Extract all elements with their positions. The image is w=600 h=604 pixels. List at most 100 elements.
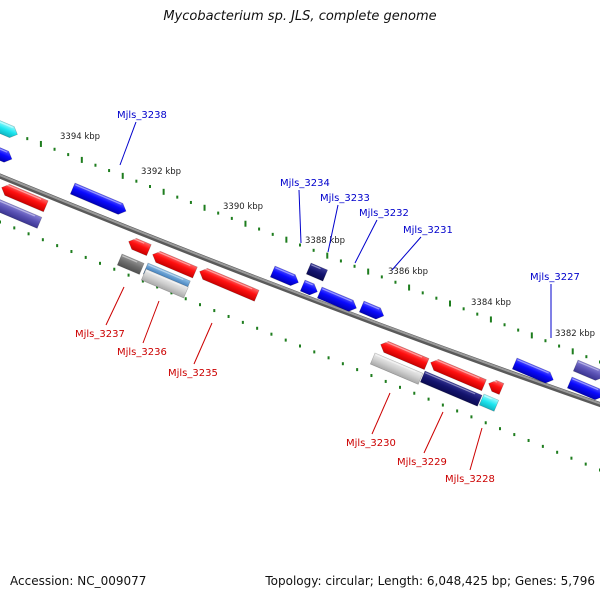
gene-feature[interactable]: [126, 236, 152, 257]
tick-mark: [299, 344, 301, 348]
tick-mark: [0, 220, 1, 224]
leader-line: [119, 121, 137, 166]
gene-feature[interactable]: [566, 376, 600, 402]
gene-feature[interactable]: [140, 268, 189, 299]
tick-mark: [213, 309, 216, 313]
tick-mark: [584, 462, 587, 466]
tick-mark: [108, 169, 111, 173]
genome-backbone: [0, 173, 600, 408]
tick-mark: [141, 279, 144, 283]
tick-mark: [94, 163, 97, 167]
gene-feature[interactable]: [0, 117, 20, 140]
tick-mark: [327, 356, 330, 360]
tick-mark: [271, 232, 274, 236]
gene-feature[interactable]: [197, 266, 260, 302]
tick-mark: [26, 137, 29, 141]
gene-label[interactable]: Mjls_3236: [117, 347, 167, 358]
gene-feature[interactable]: [478, 393, 500, 412]
tick-mark: [384, 379, 387, 383]
gene-feature[interactable]: [150, 249, 198, 279]
gene-feature[interactable]: [419, 370, 483, 407]
gene-label[interactable]: Mjls_3232: [359, 208, 409, 219]
tick-mark: [70, 250, 73, 254]
tick-mark: [313, 350, 316, 354]
tick-mark: [394, 280, 397, 284]
tick-mark: [570, 456, 573, 460]
gene-label[interactable]: Mjls_3235: [168, 368, 218, 379]
gene-feature[interactable]: [486, 378, 505, 395]
tick-mark: [380, 275, 383, 279]
genome-summary: Topology: circular; Length: 6,048,425 bp…: [265, 574, 595, 588]
gene-feature[interactable]: [511, 357, 555, 385]
tick-mark: [84, 255, 87, 259]
tick-mark: [435, 296, 438, 300]
gene-label[interactable]: Mjls_3238: [117, 110, 167, 121]
gene-feature[interactable]: [572, 359, 600, 383]
gene-feature[interactable]: [305, 262, 328, 282]
tick-mark: [113, 267, 116, 271]
tick-mark: [470, 415, 473, 419]
gene-feature[interactable]: [299, 279, 319, 297]
gene-label[interactable]: Mjls_3227: [530, 272, 580, 283]
gene-feature[interactable]: [69, 182, 128, 217]
leader-line: [298, 189, 302, 244]
tick-mark: [27, 232, 30, 236]
gene-label[interactable]: Mjls_3229: [397, 457, 447, 468]
tick-mark: [527, 438, 530, 442]
tick-mark: [13, 226, 16, 230]
gene-label[interactable]: Mjls_3237: [75, 329, 125, 340]
leader-line: [371, 392, 391, 435]
tick-mark: [544, 339, 547, 343]
tick-marks: [0, 125, 600, 472]
kbp-label: 3386 kbp: [388, 267, 428, 277]
gene-feature[interactable]: [0, 196, 43, 229]
tick-mark: [217, 211, 220, 215]
tick-mark: [156, 285, 159, 289]
leader-line: [327, 204, 339, 253]
tick-mark: [189, 200, 192, 204]
tick-mark: [80, 156, 83, 163]
gene-feature[interactable]: [428, 357, 487, 392]
gene-label[interactable]: Mjls_3228: [445, 474, 495, 485]
tick-mark: [258, 227, 261, 231]
gene-label[interactable]: Mjls_3231: [403, 225, 453, 236]
leader-line: [469, 427, 483, 471]
gene-feature[interactable]: [0, 144, 14, 165]
gene-feature[interactable]: [378, 339, 430, 370]
tick-mark: [285, 236, 288, 243]
tick-mark: [326, 252, 329, 259]
tick-mark: [503, 323, 506, 327]
tick-mark: [530, 332, 533, 339]
gene-feature[interactable]: [116, 253, 145, 275]
tick-mark: [353, 264, 356, 268]
tick-mark: [421, 291, 424, 295]
tick-mark: [571, 348, 574, 355]
tick-mark: [135, 179, 138, 183]
gene-feature[interactable]: [369, 352, 424, 385]
tick-mark: [399, 385, 401, 389]
tick-mark: [121, 172, 124, 179]
gene-label[interactable]: Mjls_3233: [320, 193, 370, 204]
kbp-label: 3382 kbp: [555, 329, 595, 339]
gene-feature[interactable]: [0, 182, 49, 213]
tick-mark: [558, 344, 561, 348]
gene-label[interactable]: Mjls_3230: [346, 438, 396, 449]
tick-mark: [149, 185, 151, 188]
tick-mark: [227, 314, 230, 318]
tick-mark: [489, 316, 492, 323]
kbp-label: 3384 kbp: [471, 298, 511, 308]
tick-mark: [427, 397, 430, 401]
leader-line: [142, 300, 160, 344]
gene-feature[interactable]: [269, 265, 300, 288]
tick-mark: [462, 307, 465, 311]
gene-feature[interactable]: [358, 300, 386, 321]
tick-mark: [176, 195, 179, 199]
tick-mark: [476, 312, 479, 316]
gene-feature[interactable]: [316, 286, 359, 314]
leader-line: [423, 411, 444, 454]
gene-label[interactable]: Mjls_3234: [280, 178, 330, 189]
tick-mark: [39, 140, 42, 147]
